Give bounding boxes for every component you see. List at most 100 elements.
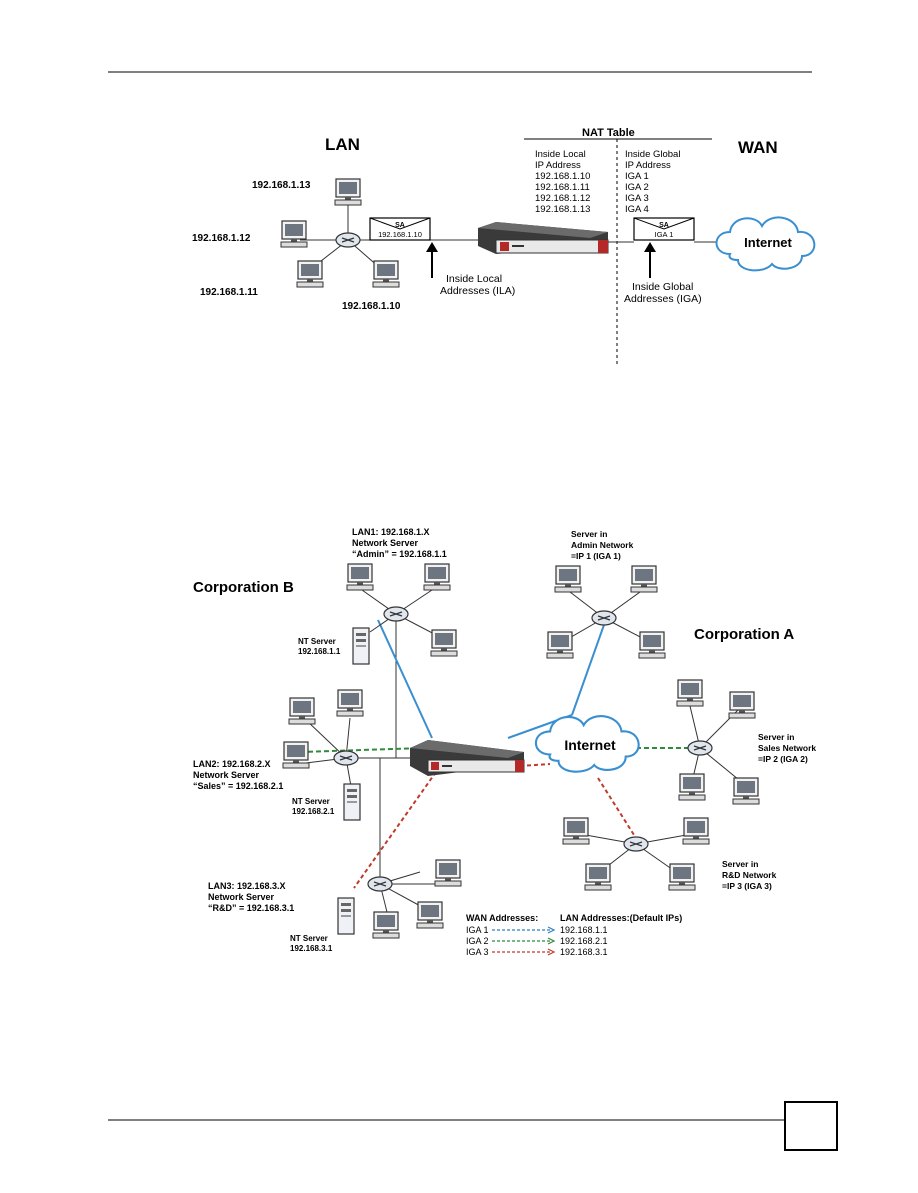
pc-icon <box>346 563 374 591</box>
ila-label-line2: Addresses (ILA) <box>440 285 515 297</box>
legend-lan-0: 192.168.1.1 <box>560 925 608 935</box>
host-192-168-1-10: 192.168.1.10 <box>342 301 401 312</box>
host-192-168-1-13: 192.168.1.13 <box>252 180 311 191</box>
nt2-label-line2: 192.168.2.1 <box>292 807 335 816</box>
pc-icon <box>336 689 364 717</box>
pc-icon <box>732 777 760 805</box>
legend-lan-2: 192.168.3.1 <box>560 947 608 957</box>
nat-diagram: LAN WAN NAT Table Inside Local IP Addres… <box>192 127 816 365</box>
pc-icon <box>630 565 658 593</box>
corporation-a-label: Corporation A <box>694 626 794 643</box>
nat-table-title: NAT Table <box>582 127 635 139</box>
nat-right-0: Inside Global <box>625 149 680 160</box>
pc-icon <box>584 863 612 891</box>
legend-lan-1: 192.168.2.1 <box>560 936 608 946</box>
link-red <box>353 771 437 889</box>
zywall-device-icon <box>410 740 525 776</box>
host-192-168-1-11: 192.168.1.11 <box>200 287 258 298</box>
hub-icon <box>383 606 409 622</box>
nt3-label-line1: NT Server <box>290 934 328 943</box>
packet-right-tag: SA <box>659 222 669 229</box>
lan-hub-icon <box>335 232 361 248</box>
srv-sales-line3: =IP 2 (IGA 2) <box>758 754 808 764</box>
lan2-label-line1: LAN2: 192.168.2.X <box>193 759 271 769</box>
internet-label: Internet <box>744 235 792 250</box>
packet-envelope-left: SA 192.168.1.10 <box>369 217 431 241</box>
page-number-box <box>784 1101 838 1151</box>
srv-admin-line1: Server in <box>571 529 607 539</box>
srv-admin-line3: =IP 1 (IGA 1) <box>571 551 621 561</box>
corporation-b-label: Corporation B <box>193 579 294 596</box>
nt1-label-line1: NT Server <box>298 637 336 646</box>
lan1-label-line2: Network Server <box>352 538 419 548</box>
pc-icon <box>562 817 590 845</box>
nat-left-5: 192.168.1.13 <box>535 204 590 215</box>
legend-wan-0: IGA 1 <box>466 925 489 935</box>
iga-label-line1: Inside Global <box>632 281 693 293</box>
hub-icon <box>591 610 617 626</box>
ila-label-line1: Inside Local <box>446 273 502 285</box>
pc-icon <box>372 260 400 288</box>
legend-wan-2: IGA 3 <box>466 947 489 957</box>
nt-server-icon <box>343 783 361 821</box>
wan-label: WAN <box>738 138 778 157</box>
lan3-label-line2: Network Server <box>208 892 275 902</box>
pc-icon <box>434 859 462 887</box>
nat-left-3: 192.168.1.11 <box>535 182 590 193</box>
nat-right-5: IGA 4 <box>625 204 649 215</box>
iga-label-line2: Addresses (IGA) <box>624 293 702 305</box>
pc-icon <box>678 773 706 801</box>
lan1-label-line3: “Admin” = 192.168.1.1 <box>352 549 447 559</box>
srv-sales-line1: Server in <box>758 732 794 742</box>
packet-envelope-right: SA IGA 1 <box>633 217 695 241</box>
pc-icon <box>334 178 362 206</box>
nat-right-2: IGA 1 <box>625 171 649 182</box>
legend-lan-header: LAN Addresses:(Default IPs) <box>560 913 682 923</box>
link-green <box>299 747 425 753</box>
multi-nat-diagram: Internet Corporation B Corporation A LAN… <box>193 527 816 957</box>
packet-left-addr: 192.168.1.10 <box>378 230 422 239</box>
nat-right-1: IP Address <box>625 160 671 171</box>
pc-icon <box>282 741 310 769</box>
hub-icon <box>623 836 649 852</box>
pc-icon <box>372 911 400 939</box>
nt3-label-line2: 192.168.3.1 <box>290 944 333 953</box>
hub-icon <box>367 876 393 892</box>
srv-rd-line1: Server in <box>722 859 758 869</box>
pc-icon <box>296 260 324 288</box>
lan-label: LAN <box>325 135 360 154</box>
hub-icon <box>333 750 359 766</box>
arrow-up-icon <box>426 242 438 252</box>
nt-server-icon <box>337 897 355 935</box>
pc-icon <box>288 697 316 725</box>
address-legend: WAN Addresses: LAN Addresses:(Default IP… <box>466 913 682 957</box>
pc-icon <box>423 563 451 591</box>
pc-icon <box>416 901 444 929</box>
nat-left-0: Inside Local <box>535 149 586 160</box>
lan3-label-line3: “R&D” = 192.168.3.1 <box>208 903 294 913</box>
link-blue <box>377 619 433 739</box>
lan1-label-line1: LAN1: 192.168.1.X <box>352 527 430 537</box>
srv-rd-line2: R&D Network <box>722 870 777 880</box>
nat-right-3: IGA 2 <box>625 182 649 193</box>
pc-icon <box>676 679 704 707</box>
hub-icon <box>687 740 713 756</box>
packet-right-addr: IGA 1 <box>655 230 674 239</box>
srv-rd-line3: =IP 3 (IGA 3) <box>722 881 772 891</box>
legend-wan-header: WAN Addresses: <box>466 913 538 923</box>
srv-sales-line2: Sales Network <box>758 743 816 753</box>
nat-right-4: IGA 3 <box>625 193 649 204</box>
lan2-label-line3: “Sales” = 192.168.2.1 <box>193 781 283 791</box>
nat-left-2: 192.168.1.10 <box>535 171 590 182</box>
nat-left-4: 192.168.1.12 <box>535 193 590 204</box>
pc-icon <box>728 691 756 719</box>
pc-icon <box>280 220 308 248</box>
nat-left-1: IP Address <box>535 160 581 171</box>
arrow-right-icon <box>547 926 556 934</box>
nt-server-icon <box>352 627 370 665</box>
arrow-up-icon <box>644 242 656 252</box>
nat-table: NAT Table Inside Local IP Address 192.16… <box>524 127 712 365</box>
lan2-label-line2: Network Server <box>193 770 260 780</box>
pc-icon <box>430 629 458 657</box>
